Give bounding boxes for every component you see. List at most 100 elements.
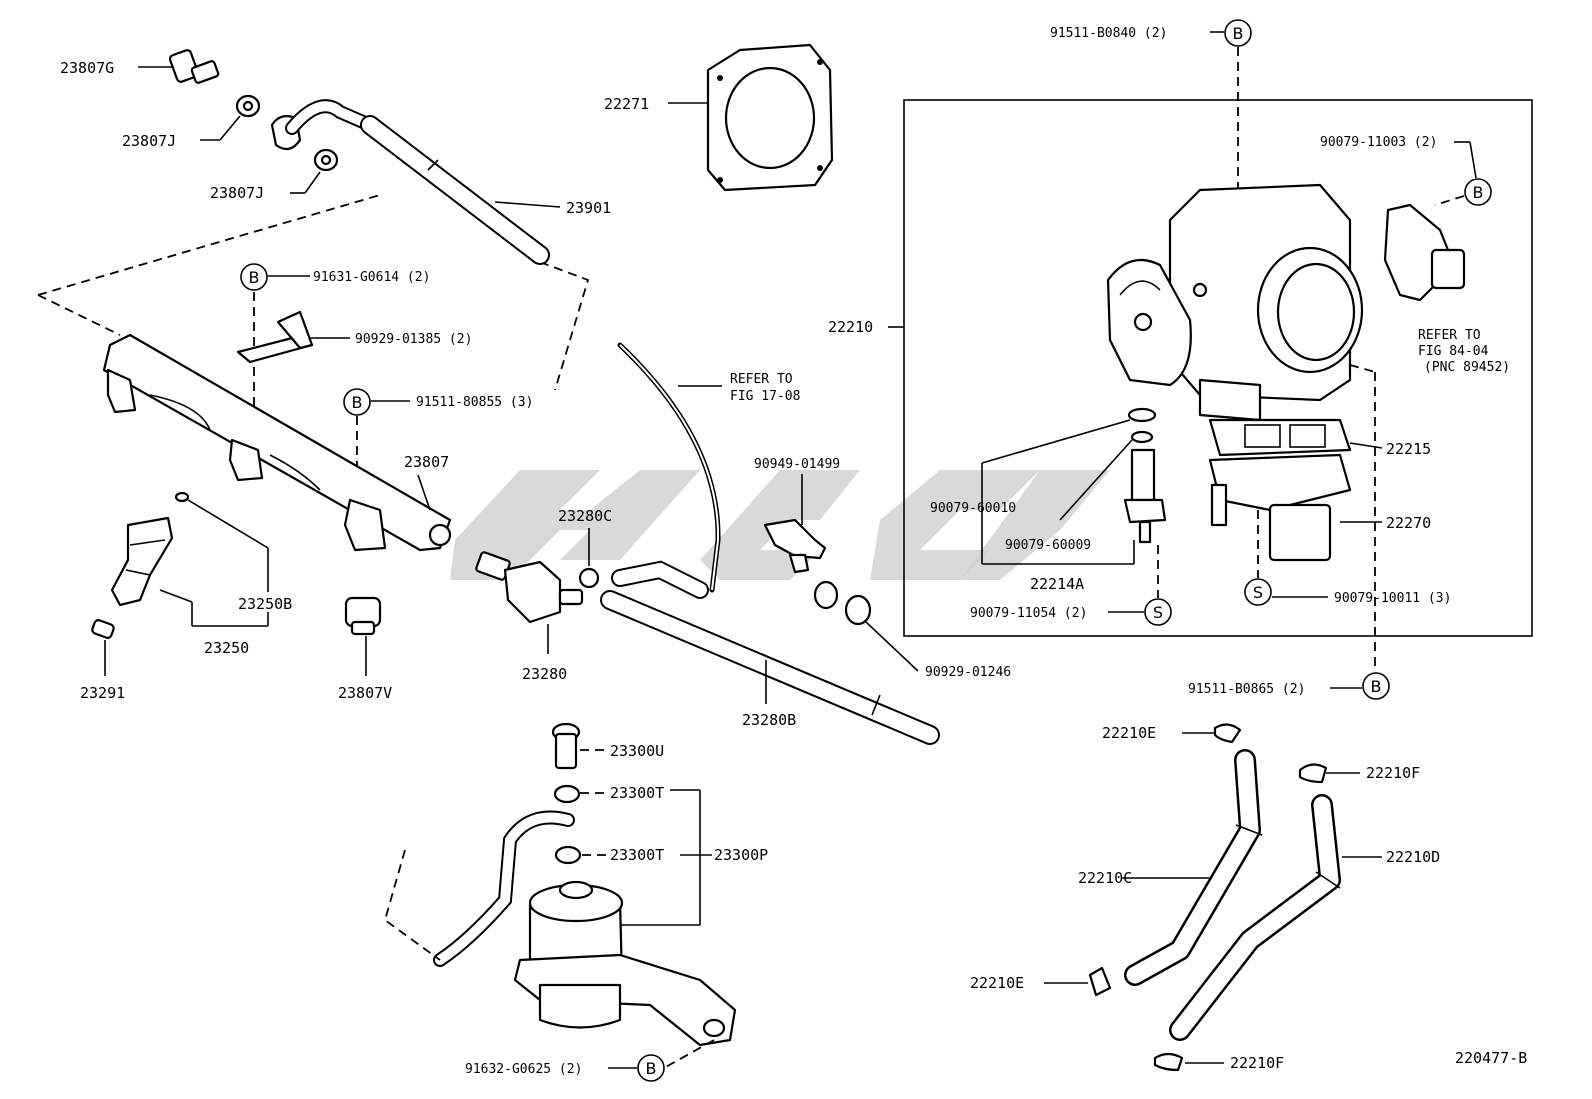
- callout-22270: 22270: [1386, 514, 1431, 532]
- callout-23300T-a: 23300T: [610, 784, 664, 802]
- hose-22210C: [1124, 749, 1263, 986]
- hose-23280B: [600, 560, 940, 745]
- callout-23807G: 23807G: [60, 59, 114, 77]
- gasket-22271: [706, 43, 834, 192]
- svg-text:B: B: [1473, 183, 1484, 202]
- fuel-rail-23807: [102, 333, 452, 552]
- grommet-23807V: [344, 596, 382, 636]
- refer-fig-84-line1: REFER TO: [1418, 328, 1481, 343]
- symbol-B-91632: [637, 1054, 665, 1082]
- svg-text:S: S: [1153, 603, 1163, 622]
- callout-90079-11054: 90079-11054 (2): [970, 606, 1087, 621]
- callout-23291: 23291: [80, 684, 125, 702]
- dashed-boundary-right: [539, 261, 590, 391]
- clip-23280C: [578, 567, 600, 589]
- callout-23807V: 23807V: [338, 684, 392, 702]
- callout-23280: 23280: [522, 665, 567, 683]
- callout-22210: 22210: [828, 318, 873, 336]
- callout-23300U: 23300U: [610, 742, 664, 760]
- callout-91511-80855: 91511-80855 (3): [416, 395, 533, 410]
- throttle-body-group-box: [903, 99, 1533, 637]
- dashed-line-filter: [383, 849, 441, 961]
- o-ring-90079-60010: [1127, 407, 1157, 423]
- symbol-B-91631: [240, 263, 268, 291]
- svg-text:B: B: [646, 1059, 657, 1078]
- callout-23300P: 23300P: [714, 846, 768, 864]
- refer-fig-84-line3: (PNC 89452): [1424, 360, 1510, 375]
- o-ring-90079-60009: [1130, 430, 1154, 444]
- fuel-filter-23300: [433, 810, 737, 1047]
- symbol-B-91511-B0865: [1362, 672, 1390, 700]
- callout-90929-01246: 90929-01246: [925, 665, 1011, 680]
- callout-91511-B0840: 91511-B0840 (2): [1050, 26, 1167, 41]
- callout-23280C: 23280C: [558, 507, 612, 525]
- callout-90079-60009: 90079-60009: [1005, 538, 1091, 553]
- symbol-B-90079-11003: [1464, 178, 1492, 206]
- fuel-pipe-23901: [270, 99, 550, 265]
- o-ring-23291: [91, 619, 115, 639]
- symbol-S-90079-10011: [1244, 578, 1272, 606]
- callout-90079-60010: 90079-60010: [930, 501, 1016, 516]
- sensor-22214A: [1123, 448, 1167, 544]
- clip-90929-01385: [236, 310, 314, 364]
- washer-23807J-upper: [235, 94, 261, 118]
- gasket-22215: [1208, 418, 1352, 457]
- callout-90079-10011: 90079-10011 (3): [1334, 591, 1451, 606]
- gasket-23300T-lower: [554, 845, 582, 865]
- callout-23807: 23807: [404, 453, 449, 471]
- callout-23250: 23250: [204, 639, 249, 657]
- svg-text:S: S: [1253, 583, 1263, 602]
- throttle-body-22210: [1106, 183, 1364, 422]
- symbol-B-91511-80855: [343, 388, 371, 416]
- callout-23300T-b: 23300T: [610, 846, 664, 864]
- callout-23901: 23901: [566, 199, 611, 217]
- callout-23280B: 23280B: [742, 711, 796, 729]
- clip-22210F-upper: [1298, 763, 1328, 784]
- banjo-bolt-23807G: [168, 49, 220, 84]
- callout-23807J-b: 23807J: [210, 184, 264, 202]
- dashed-boundary-left: [37, 294, 121, 336]
- callout-90929-01385: 90929-01385 (2): [355, 332, 472, 347]
- callout-90949-01499: 90949-01499: [754, 457, 840, 472]
- throttle-position-sensor: [1383, 203, 1466, 302]
- callout-90079-11003: 90079-11003 (2): [1320, 135, 1437, 150]
- callout-22210C: 22210C: [1078, 869, 1132, 887]
- callout-22271: 22271: [604, 95, 649, 113]
- vacuum-hose: [617, 342, 721, 593]
- washer-23807J-lower: [313, 148, 339, 172]
- svg-text:B: B: [352, 393, 363, 412]
- callout-23250B: 23250B: [238, 595, 292, 613]
- callout-22215: 22215: [1386, 440, 1431, 458]
- callout-22214A: 22214A: [1030, 575, 1084, 593]
- refer-fig-17-line2: FIG 17-08: [730, 389, 800, 404]
- callout-91511-B0865: 91511-B0865 (2): [1188, 682, 1305, 697]
- callout-91632-G0625: 91632-G0625 (2): [465, 1062, 582, 1077]
- idle-air-control-22270: [1208, 453, 1352, 562]
- union-bolt-23300U: [551, 722, 581, 770]
- watermark-logo: [450, 470, 1110, 580]
- callout-22210F-b: 22210F: [1230, 1054, 1284, 1072]
- diagram-id: 220477-B: [1455, 1049, 1527, 1067]
- refer-fig-84-line2: FIG 84-04: [1418, 344, 1489, 359]
- injector-23250: [110, 491, 190, 607]
- callout-22210E-a: 22210E: [1102, 724, 1156, 742]
- clamp-90929-01246: [813, 580, 872, 626]
- symbol-S-90079-11054: [1144, 598, 1172, 626]
- svg-text:B: B: [1371, 677, 1382, 696]
- svg-text:B: B: [1233, 24, 1244, 43]
- clip-22210E-upper: [1213, 723, 1242, 744]
- refer-fig-17-line1: REFER TO: [730, 372, 793, 387]
- callout-91631-G0614: 91631-G0614 (2): [313, 270, 430, 285]
- pressure-regulator-23280: [475, 551, 584, 624]
- clip-22210E-lower: [1088, 966, 1112, 997]
- clip-22210F-lower: [1153, 1052, 1184, 1072]
- callout-22210F-a: 22210F: [1366, 764, 1420, 782]
- svg-text:B: B: [249, 268, 260, 287]
- gasket-23300T-upper: [553, 784, 581, 804]
- symbol-B-91511-B0840: [1224, 19, 1252, 47]
- callout-23807J-a: 23807J: [122, 132, 176, 150]
- callout-22210E-b: 22210E: [970, 974, 1024, 992]
- clip-90949-01499: [763, 518, 827, 574]
- callout-22210D: 22210D: [1386, 848, 1440, 866]
